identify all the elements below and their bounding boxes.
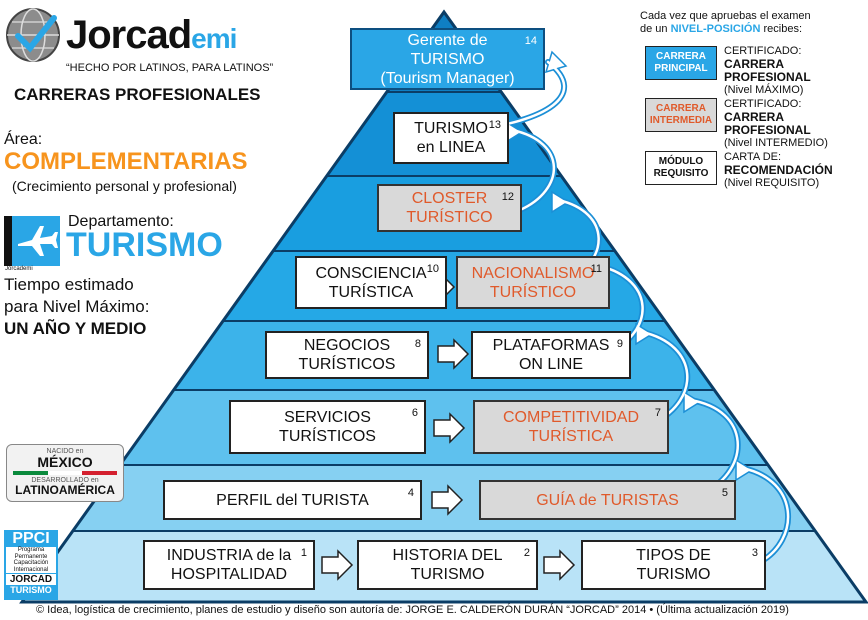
legend-box-principal: CARRERA PRINCIPAL (645, 46, 717, 80)
arrow-icon (431, 484, 464, 516)
module-box-5[interactable]: 5 GUÍA de TURISTAS (479, 480, 736, 520)
origin-badge: NACIDO en MÉXICO DESARROLLADO en LATINOA… (6, 444, 124, 502)
page-subtitle: CARRERAS PROFESIONALES (14, 85, 261, 104)
module-box-2[interactable]: 2 HISTORIA DEL TURISMO (357, 540, 538, 590)
legend-text-principal: CERTIFICADO: CARRERA PROFESIONAL (Nivel … (724, 45, 811, 96)
module-box-12[interactable]: 12 CLOSTER TURÍSTICO (377, 184, 522, 232)
arrow-icon (543, 549, 576, 581)
arrow-icon (433, 412, 466, 444)
department-logo-text: Jorcademi (5, 266, 33, 272)
ppci-badge: PPCI Programa Permanente Capacitación In… (4, 530, 58, 600)
module-box-8[interactable]: 8 NEGOCIOS TURÍSTICOS (265, 331, 429, 379)
module-box-14[interactable]: 14 Gerente de TURISMO (Tourism Manager) (350, 28, 545, 90)
module-box-13[interactable]: 13 TURISMO en LINEA (393, 112, 509, 164)
arrow-icon (437, 338, 470, 370)
legend-text-intermedia: CERTIFICADO: CARRERA PROFESIONAL (Nivel … (724, 98, 828, 149)
module-box-1[interactable]: 1 INDUSTRIA de la HOSPITALIDAD (143, 540, 315, 590)
module-box-4[interactable]: 4 PERFIL del TURISTA (163, 480, 422, 520)
footer-credits: © Idea, logística de crecimiento, planes… (36, 604, 789, 616)
brand-name: Jorcademi (66, 13, 237, 57)
arrow-icon (321, 549, 354, 581)
legend-header: Cada vez que apruebas el examen de un NI… (640, 10, 811, 35)
module-box-6[interactable]: 6 SERVICIOS TURÍSTICOS (229, 400, 426, 454)
time-estimate: Tiempo estimado para Nivel Máximo: UN AÑ… (4, 275, 150, 338)
module-box-10[interactable]: 10 CONSCIENCIA TURÍSTICA (295, 256, 447, 309)
globe-logo-icon (4, 6, 62, 64)
module-box-11[interactable]: 11 NACIONALISMO TURÍSTICO (456, 256, 610, 309)
legend-text-requisito: CARTA DE: RECOMENDACIÓN (Nivel REQUISITO… (724, 151, 833, 189)
area-name: COMPLEMENTARIAS (4, 148, 248, 175)
department-name: TURISMO (66, 226, 223, 264)
flag-stripe (13, 471, 118, 475)
department-plane-icon (4, 216, 60, 266)
module-box-3[interactable]: 3 TIPOS DE TURISMO (581, 540, 766, 590)
module-box-7[interactable]: 7 COMPETITIVIDAD TURÍSTICA (473, 400, 669, 454)
legend-box-requisito: MÓDULO REQUISITO (645, 151, 717, 185)
legend-box-intermedia: CARRERA INTERMEDIA (645, 98, 717, 132)
department-label: Departamento: (68, 213, 174, 230)
module-box-9[interactable]: 9 PLATAFORMAS ON LINE (471, 331, 631, 379)
area-desc: (Crecimiento personal y profesional) (12, 178, 237, 194)
area-label: Área: (4, 131, 43, 148)
brand-slogan: “HECHO POR LATINOS, PARA LATINOS” (66, 62, 274, 74)
